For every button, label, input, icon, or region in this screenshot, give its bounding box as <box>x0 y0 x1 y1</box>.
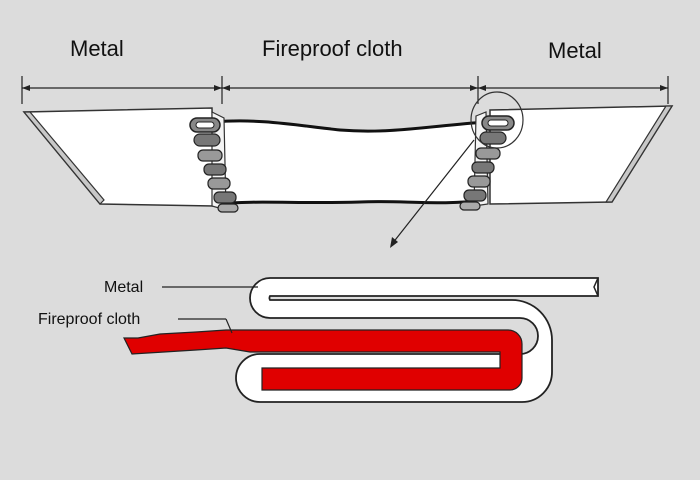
label-metal-right: Metal <box>548 38 602 63</box>
fireproof-cloth-panel <box>213 119 487 206</box>
leader-cloth-tick <box>225 318 233 334</box>
label-metal-detail: Metal <box>104 279 143 296</box>
metal-panel-right <box>489 105 674 205</box>
dimension-lines <box>21 76 669 104</box>
label-fireproof-cloth-detail: Fireproof cloth <box>38 311 140 328</box>
seam-clip-right <box>459 111 515 211</box>
label-fireproof-cloth-top: Fireproof cloth <box>262 36 403 61</box>
label-metal-left: Metal <box>70 36 124 61</box>
detail-callout <box>390 91 524 248</box>
metal-panel-left <box>22 107 215 207</box>
detail-fireproof-cloth <box>123 329 523 391</box>
seam-clip-left <box>189 111 239 213</box>
